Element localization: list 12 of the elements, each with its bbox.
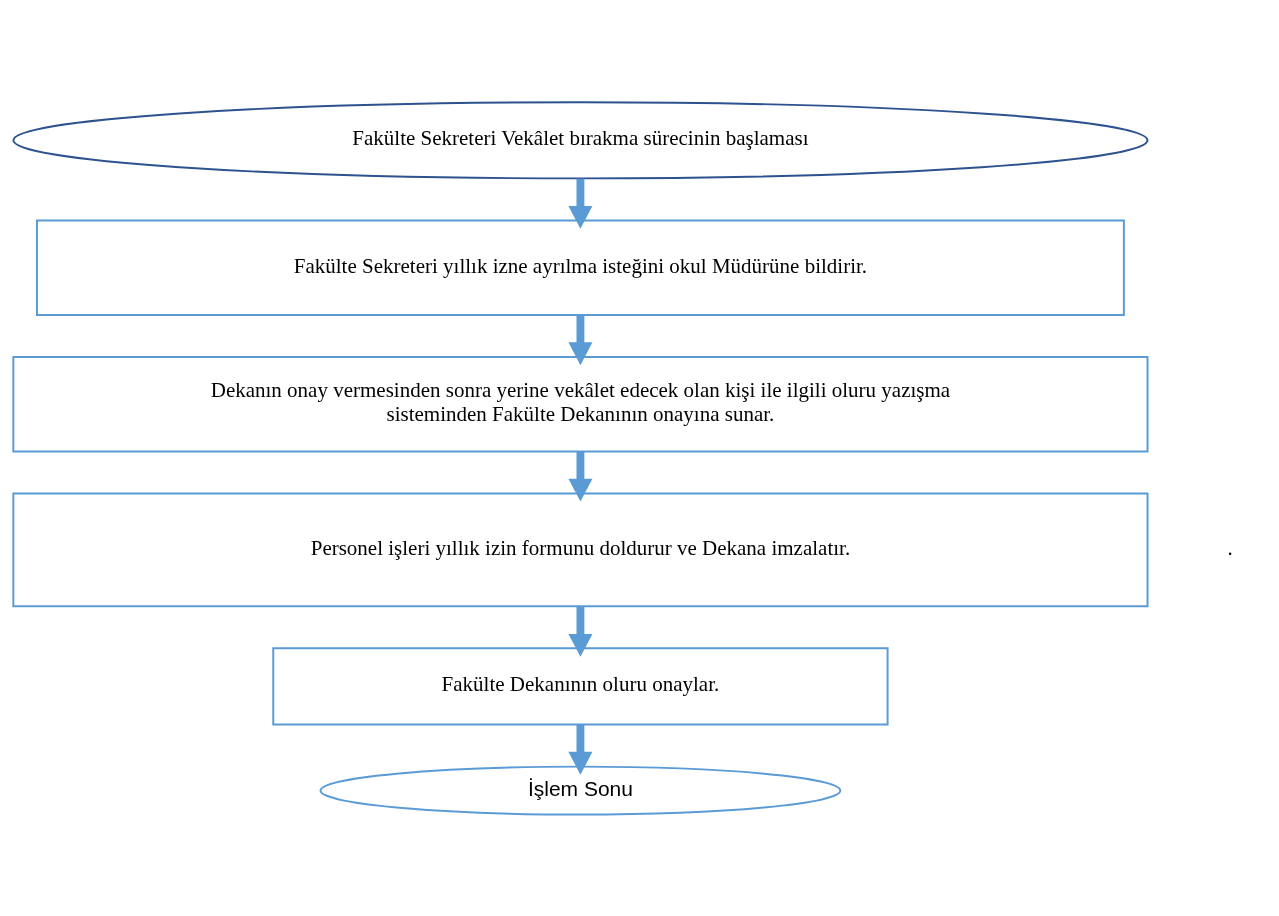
arrow — [568, 605, 593, 657]
node-box: Dekanın onay vermesinden sonra yerine vekâlet edecek olan kişi ile ilgili oluru yazışma sisteminden Fakülte Dekanının onayına sunar. — [12, 355, 1149, 452]
arrow — [568, 724, 593, 775]
node-box: Fakülte Sekreteri yıllık izne ayrılma isteğini okul Müdürüne bildirir. — [36, 218, 1125, 316]
arrow — [568, 451, 593, 502]
node-box: Fakülte Dekanının oluru onaylar. — [272, 646, 889, 725]
arrow — [568, 314, 593, 365]
node-ellipse: İşlem Sonu — [319, 765, 842, 816]
arrow — [568, 178, 593, 229]
node-box: Personel işleri yıllık izin formunu doldurur ve Dekana imzalatır. — [12, 491, 1149, 607]
label: . — [1227, 535, 1233, 560]
node-ellipse: Fakülte Sekreteri Vekâlet bırakma sürecinin başlaması — [12, 100, 1149, 179]
